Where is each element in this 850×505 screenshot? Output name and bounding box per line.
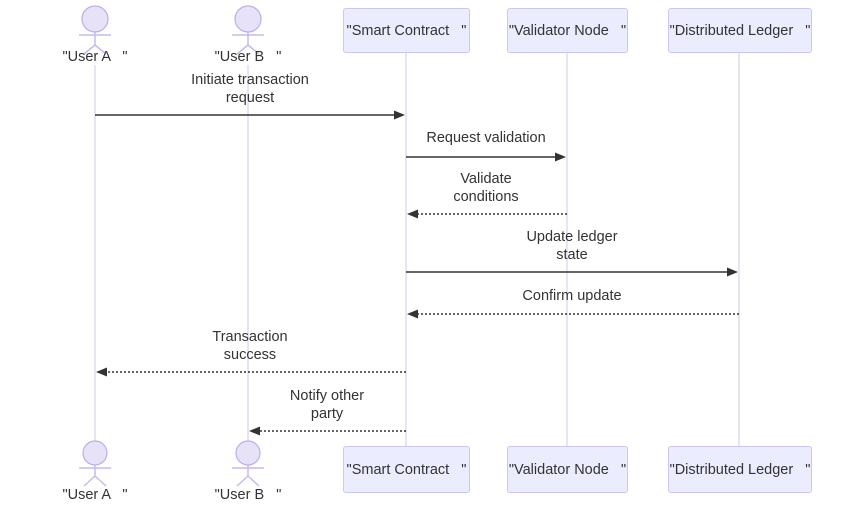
message-label-request-validation: Request validation <box>426 130 546 146</box>
actor-figure-user-b-bottom <box>232 440 264 487</box>
actor-label-user-b-bottom: "User B " <box>214 487 282 503</box>
message-arrow-confirm-update <box>407 309 739 319</box>
message-arrow-transaction-success <box>96 367 406 377</box>
message-label-confirm-update: Confirm update <box>522 288 622 304</box>
message-arrow-initiate-transaction <box>95 110 405 120</box>
participant-box-distributed-ledger-top: "Distributed Ledger " <box>668 8 812 53</box>
message-label-update-ledger-state: Update ledger state <box>526 229 618 263</box>
message-label-initiate-transaction: Initiate transaction request <box>191 72 309 106</box>
message-arrow-validate-conditions <box>407 209 567 219</box>
message-label-validate-conditions: Validate conditions <box>453 171 519 205</box>
message-arrow-request-validation <box>406 152 566 162</box>
message-label-notify-other-party: Notify other party <box>289 388 365 422</box>
actor-label-user-b-top: "User B " <box>214 49 282 65</box>
participant-box-validator-node-bottom: "Validator Node " <box>507 446 628 493</box>
participant-box-smart-contract-top: "Smart Contract " <box>343 8 470 53</box>
actor-label-user-a-top: "User A " <box>62 49 128 65</box>
message-arrow-notify-other-party <box>249 426 406 436</box>
participant-box-distributed-ledger-bottom: "Distributed Ledger " <box>668 446 812 493</box>
actor-label-user-a-bottom: "User A " <box>62 487 128 503</box>
participant-box-validator-node-top: "Validator Node " <box>507 8 628 53</box>
message-arrow-update-ledger-state <box>406 267 738 277</box>
actor-figure-user-a-top <box>79 5 111 55</box>
participant-box-smart-contract-bottom: "Smart Contract " <box>343 446 470 493</box>
actor-figure-user-a-bottom <box>79 440 111 487</box>
message-label-transaction-success: Transaction success <box>212 329 288 363</box>
actor-figure-user-b-top <box>232 5 264 55</box>
